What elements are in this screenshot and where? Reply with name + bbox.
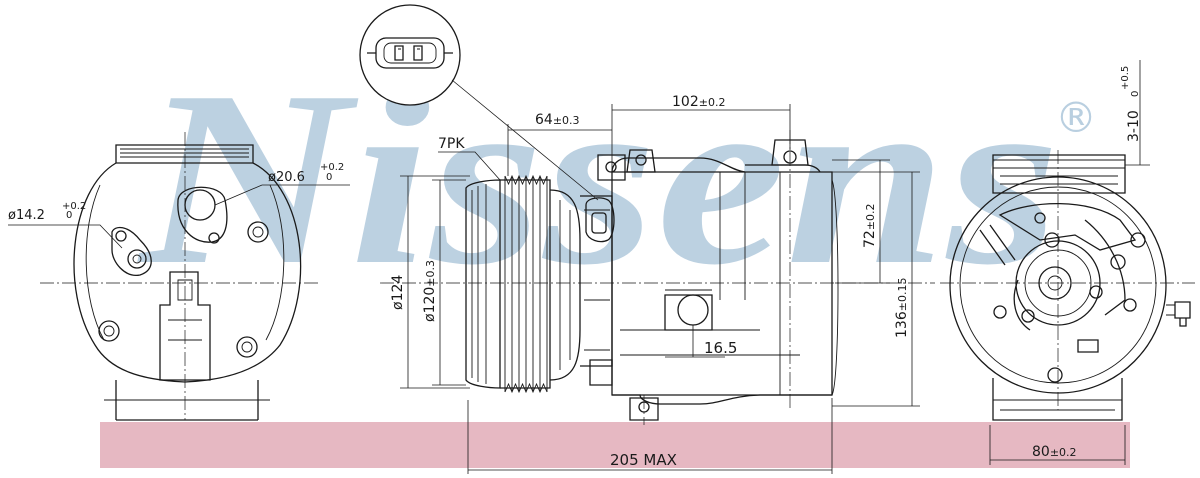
pink-band xyxy=(100,422,1130,468)
dim-thread-tol-low: 0 xyxy=(1130,91,1141,97)
dim-hole-left-tol: +0.2 xyxy=(62,201,86,212)
registered-mark: ® xyxy=(1055,93,1097,142)
dim-belt-7pk: 7PK xyxy=(438,136,465,152)
dim-hole-left: ø14.2 xyxy=(8,208,45,223)
side-view xyxy=(380,104,935,474)
dim-pulley-124: ø124 xyxy=(390,275,406,310)
left-rear-view xyxy=(8,132,350,421)
connector-icon xyxy=(359,4,599,201)
dim-16-5: 16.5 xyxy=(704,339,737,357)
dim-72: 72±0.2 xyxy=(862,203,878,248)
dim-hole-right: ø20.6 xyxy=(268,170,305,185)
dim-80: 80±0.2 xyxy=(1032,444,1077,460)
right-front-view xyxy=(940,60,1195,465)
dim-hole-right-tol-low: 0 xyxy=(326,172,332,183)
dim-205-max: 205 MAX xyxy=(610,451,677,469)
dim-64: 64±0.3 xyxy=(535,112,580,128)
dim-hole-right-tol: +0.2 xyxy=(320,162,344,173)
dim-136: 136±0.15 xyxy=(894,278,910,338)
dim-102: 102±0.2 xyxy=(672,94,725,110)
dim-hole-left-tol-low: 0 xyxy=(66,210,72,221)
dim-thread: 3-10 xyxy=(1126,110,1142,142)
dim-pulley-120: ø120±0.3 xyxy=(422,260,438,322)
dim-thread-tol: +0.5 xyxy=(1120,66,1131,90)
